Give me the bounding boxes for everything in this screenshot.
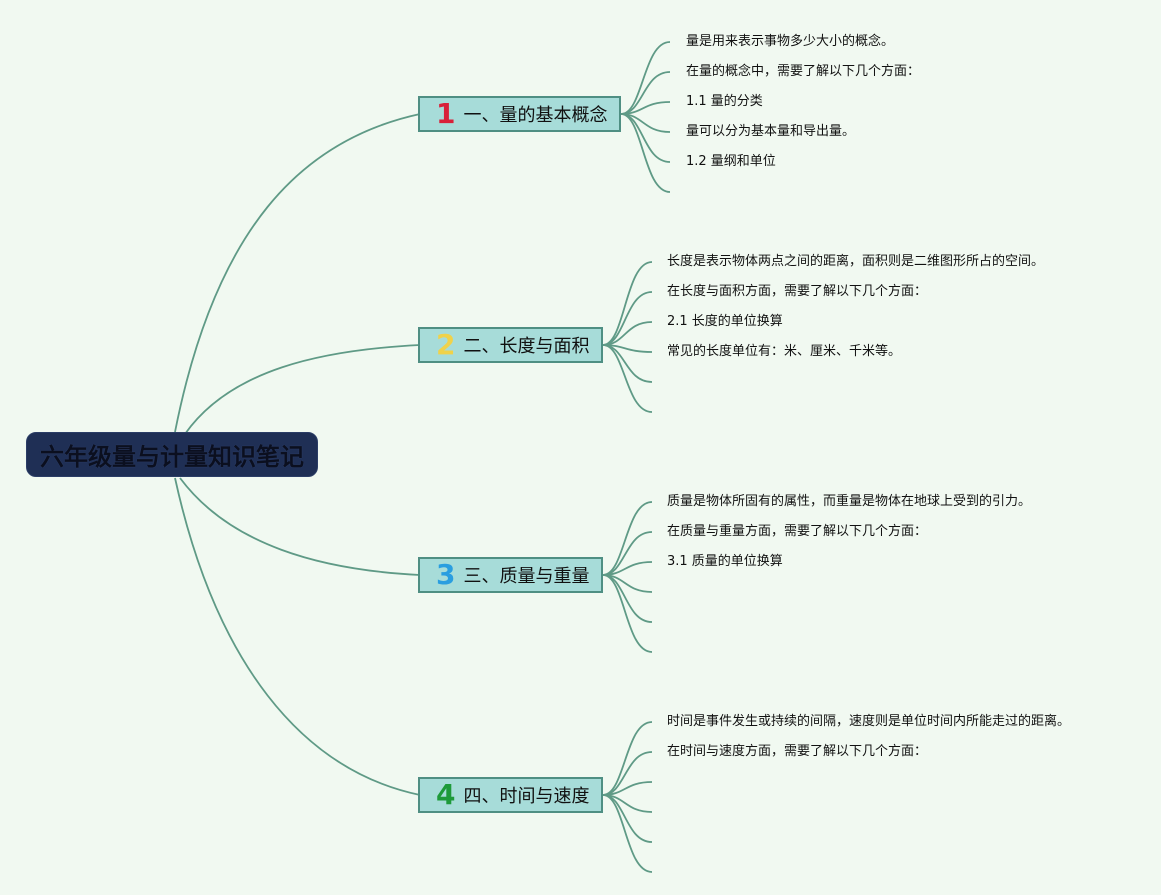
leaf-link-4-6	[602, 794, 653, 873]
leaf-text[interactable]: 量是用来表示事物多少大小的概念。	[686, 34, 895, 49]
root-link-3	[179, 477, 421, 576]
leaf-link-2-5	[602, 344, 653, 383]
root-link-2	[184, 344, 421, 435]
leaf-text[interactable]: 在质量与重量方面，需要了解以下几个方面：	[667, 524, 928, 539]
leaf-link-3-1	[602, 501, 653, 576]
branch-label: 一、量的基本概念	[463, 105, 608, 126]
leaf-link-2-6	[602, 344, 653, 413]
root-topic[interactable]: 六年级量与计量知识笔记	[26, 432, 318, 477]
leaf-text[interactable]: 1.1 量的分类	[686, 94, 763, 109]
branch-topic-1[interactable]: 1 一、量的基本概念	[418, 96, 621, 132]
branch-label: 四、时间与速度	[463, 786, 590, 807]
root-link-4	[174, 477, 421, 796]
root-link-1	[174, 113, 421, 433]
branch-topic-2[interactable]: 2 二、长度与面积	[418, 327, 603, 363]
leaf-link-4-5	[602, 794, 653, 843]
leaf-text[interactable]: 常见的长度单位有：米、厘米、千米等。	[667, 344, 902, 359]
leaf-text[interactable]: 质量是物体所固有的属性，而重量是物体在地球上受到的引力。	[667, 494, 1032, 509]
leaf-link-2-1	[602, 261, 653, 346]
leaf-link-1-5	[620, 113, 671, 163]
leaf-text[interactable]: 在量的概念中，需要了解以下几个方面：	[686, 64, 921, 79]
leaf-link-3-5	[602, 574, 653, 623]
branch-label: 二、长度与面积	[463, 336, 590, 357]
number-4-icon: 4	[436, 778, 456, 811]
leaf-link-4-1	[602, 721, 653, 796]
number-1-icon: 1	[436, 97, 456, 130]
root-title: 六年级量与计量知识笔记	[40, 443, 304, 471]
leaf-text[interactable]: 量可以分为基本量和导出量。	[686, 124, 856, 139]
leaf-text[interactable]: 时间是事件发生或持续的间隔，速度则是单位时间内所能走过的距离。	[667, 714, 1071, 729]
branch-label: 三、质量与重量	[463, 566, 590, 587]
leaf-text[interactable]: 长度是表示物体两点之间的距离，面积则是二维图形所占的空间。	[667, 254, 1045, 269]
number-2-icon: 2	[436, 328, 456, 361]
leaf-text[interactable]: 在长度与面积方面，需要了解以下几个方面：	[667, 284, 928, 299]
number-3-icon: 3	[436, 558, 456, 591]
leaf-text[interactable]: 在时间与速度方面，需要了解以下几个方面：	[667, 744, 928, 759]
leaf-link-2-2	[602, 291, 653, 346]
leaf-link-1-6	[620, 113, 671, 193]
leaf-link-3-6	[602, 574, 653, 653]
branch-topic-4[interactable]: 4 四、时间与速度	[418, 777, 603, 813]
leaf-text[interactable]: 3.1 质量的单位换算	[667, 554, 783, 569]
leaf-text[interactable]: 2.1 长度的单位换算	[667, 314, 783, 329]
branch-topic-3[interactable]: 3 三、质量与重量	[418, 557, 603, 593]
leaf-link-1-1	[620, 41, 671, 115]
leaf-text[interactable]: 1.2 量纲和单位	[686, 154, 776, 169]
